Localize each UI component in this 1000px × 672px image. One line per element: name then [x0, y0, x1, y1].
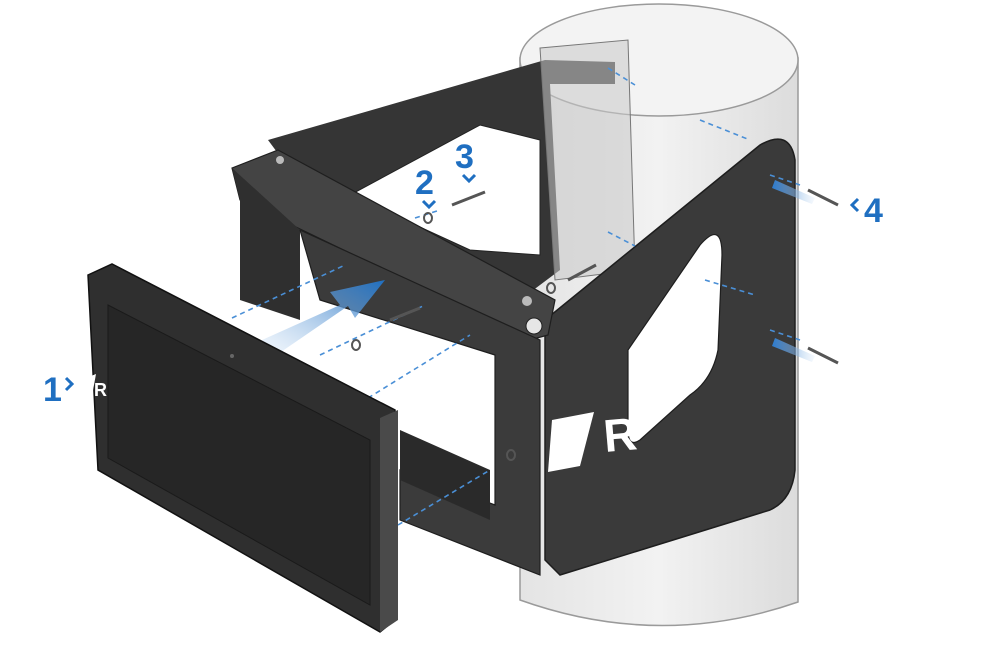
- step-1-chevron-icon: [64, 376, 75, 392]
- display-screen: [107, 304, 371, 606]
- display-logo-icon: R: [84, 374, 107, 400]
- step-1-label: 1: [43, 371, 62, 409]
- step-4-chevron-icon: [849, 197, 860, 213]
- insert-arrow-icon: [262, 280, 385, 354]
- display-unit: R: [84, 263, 398, 633]
- bracket-front-frame: [231, 149, 556, 576]
- step-2-chevron-icon: [421, 199, 437, 210]
- screw-icon: [389, 188, 839, 365]
- camera-dot-icon: [230, 354, 234, 358]
- bracket-knob: [525, 317, 543, 335]
- step-3-label: 3: [455, 138, 474, 176]
- svg-text:R: R: [94, 380, 107, 400]
- step-3-chevron-icon: [461, 173, 477, 184]
- bracket-side-plate: R: [544, 138, 796, 576]
- bracket-hole: [522, 296, 532, 306]
- step-4-label: 4: [864, 192, 883, 230]
- screw-arrow-icon: [772, 180, 815, 362]
- step-labels: 1 2 3 4: [43, 138, 883, 409]
- washer-icon: [351, 212, 556, 461]
- step-2-label: 2: [415, 164, 434, 202]
- bracket-logo: R: [601, 407, 639, 462]
- logo-slash-icon: [548, 412, 594, 472]
- bracket-hole: [276, 156, 284, 164]
